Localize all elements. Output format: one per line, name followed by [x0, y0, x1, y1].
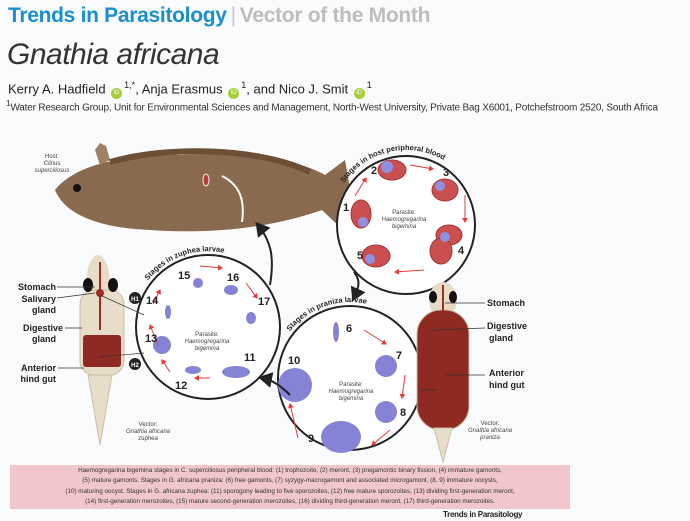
author-name[interactable]: Anja Erasmus	[141, 81, 223, 97]
header-separator: |	[230, 4, 236, 27]
stomach-label: Stomach	[18, 282, 56, 292]
caption-line: (14) first-generation merozoites, (15) m…	[85, 498, 495, 506]
hind-gut-label: hind gut	[489, 380, 525, 390]
orcid-icon[interactable]: iD	[228, 88, 240, 100]
author-name[interactable]: Kerry A. Hadfield	[8, 81, 106, 97]
hind-gut-label: hind gut	[21, 374, 57, 384]
author-list: Kerry A. Hadfield iD1,*, Anja Erasmus iD…	[8, 80, 372, 100]
parasite-inclusions	[358, 161, 450, 264]
host-fish-illustration	[55, 143, 352, 232]
stage-number: 2	[371, 165, 377, 177]
author-sep: , and	[246, 81, 279, 97]
affil-text: Water Research Group, Unit for Environme…	[10, 102, 658, 114]
vector-stage: praniza	[479, 435, 500, 441]
salivary-gland-label: Salivary	[21, 294, 56, 304]
parasite-name: Haemogregarina	[382, 217, 427, 223]
stage-number: 1	[343, 202, 349, 214]
digestive-gland-label: gland	[489, 333, 513, 343]
cycle-arrows	[148, 164, 468, 446]
stomach-label: Stomach	[487, 298, 525, 308]
section-name: Vector of the Month	[239, 4, 431, 27]
vector-name: Gnathia africana	[468, 428, 513, 434]
author-name[interactable]: Nico J. Smit	[278, 81, 349, 97]
stage-number: 9	[308, 433, 314, 445]
orcid-icon[interactable]: iD	[111, 88, 123, 100]
vector-stage: zuphea	[138, 436, 158, 442]
digestive-gland-label: gland	[32, 334, 56, 344]
transmission-arrows	[255, 221, 366, 396]
author-affil: 1	[366, 80, 372, 90]
author-affil: 1	[241, 80, 247, 90]
vector-label: Vector:	[139, 422, 158, 428]
parasite-label: Parasite:	[339, 382, 363, 388]
host-species: superciliosus	[35, 168, 70, 174]
vector-name: Gnathia africana	[126, 429, 171, 435]
parasite-name: bigemina	[392, 224, 417, 230]
digestive-gland-label: Digestive	[487, 321, 527, 331]
zuphea-stage-circle	[135, 254, 281, 400]
stage-number: 14	[146, 295, 159, 307]
parasite-name: bigemina	[195, 346, 220, 352]
stage-number: 16	[227, 272, 239, 284]
parasite-label: Parasite:	[195, 332, 219, 338]
author-affil: 1,*	[124, 80, 136, 90]
stage-number: 13	[145, 333, 157, 345]
figure-caption: Haemogregarina bigemina stages in C. sup…	[10, 465, 570, 509]
zuphea-vector-illustration	[79, 255, 125, 446]
stage-number: 7	[396, 350, 402, 362]
journal-logo: Trends in Parasitology	[443, 510, 523, 519]
parasite-name: bigemina	[339, 396, 364, 402]
caption-line: Haemogregarina bigemina stages in C. sup…	[78, 467, 502, 474]
hind-gut-label: Anterior	[21, 363, 57, 373]
orcid-icon[interactable]: iD	[353, 88, 365, 100]
stage-numbers: 1 2 3 4 5 11 12 13 14 15 16 17 6 7 8 9 1…	[145, 165, 465, 445]
stage-number: 10	[288, 355, 300, 367]
h1-label: H1	[131, 297, 139, 303]
h1-badge	[129, 292, 141, 304]
zuphea-pointer-lines	[56, 286, 145, 369]
parasite-label: Parasite:	[392, 210, 416, 216]
stage-number: 4	[458, 245, 465, 257]
stage-number: 3	[443, 167, 449, 179]
parasite-labels: Parasite: Haemogregarina bigemina Parasi…	[185, 210, 427, 402]
stage-number: 12	[175, 380, 187, 392]
stage-number: 15	[178, 270, 190, 282]
stage-number: 6	[346, 323, 352, 335]
vector-label: Vector:	[481, 421, 500, 427]
stage-number: 5	[357, 250, 363, 262]
host-species: Clinus	[44, 161, 61, 167]
stage-number: 17	[258, 296, 270, 308]
parasite-name: Haemogregarina	[329, 389, 374, 395]
hind-gut-label: Anterior	[489, 368, 525, 378]
parasite-name: Haemogregarina	[185, 339, 230, 345]
journal-header: Trends in Parasitology|Vector of the Mon…	[8, 4, 430, 28]
affil-sup: 1	[6, 98, 11, 108]
h2-label: H2	[131, 363, 139, 369]
host-label: Host:	[45, 154, 59, 160]
caption-line: (10) maturing oocyst. Stages in G. afric…	[65, 487, 515, 495]
caption-line: (5) mature gamonts. Stages in G. african…	[82, 477, 498, 485]
digestive-gland-label: Digestive	[23, 323, 63, 333]
praniza-vector-illustration	[416, 282, 470, 464]
stage-number: 8	[400, 407, 406, 419]
stage-number: 11	[244, 352, 256, 364]
salivary-gland-label: gland	[32, 305, 56, 315]
h2-badge	[129, 358, 141, 370]
author-sep: ,	[135, 81, 142, 97]
journal-name[interactable]: Trends in Parasitology	[8, 4, 227, 27]
parasite-stages	[153, 278, 397, 453]
article-title: Gnathia africana	[7, 38, 220, 71]
affiliation: 1Water Research Group, Unit for Environm…	[6, 98, 658, 113]
praniza-pointer-lines	[420, 302, 486, 391]
